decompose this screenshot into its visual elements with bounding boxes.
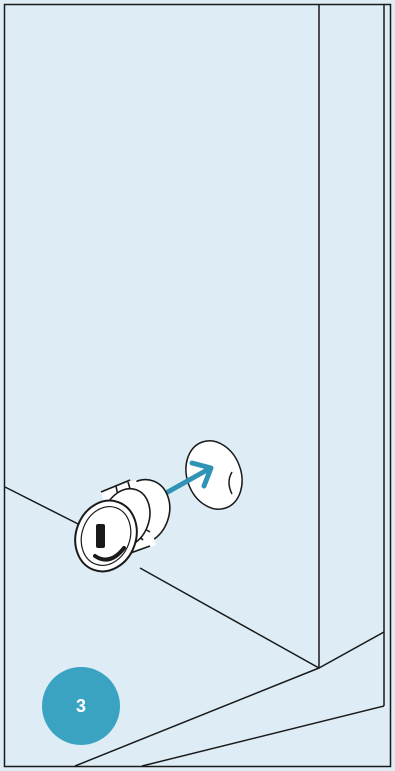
cabinet-side-panel xyxy=(318,5,385,706)
insert-arrow-icon xyxy=(163,460,214,496)
cabinet-base-panel xyxy=(4,486,385,767)
pre-drilled-hole-icon xyxy=(185,440,243,510)
cam-lock-fitting-icon xyxy=(74,478,171,573)
frame-border xyxy=(3,3,392,768)
step-number-badge: 3 xyxy=(42,667,120,745)
